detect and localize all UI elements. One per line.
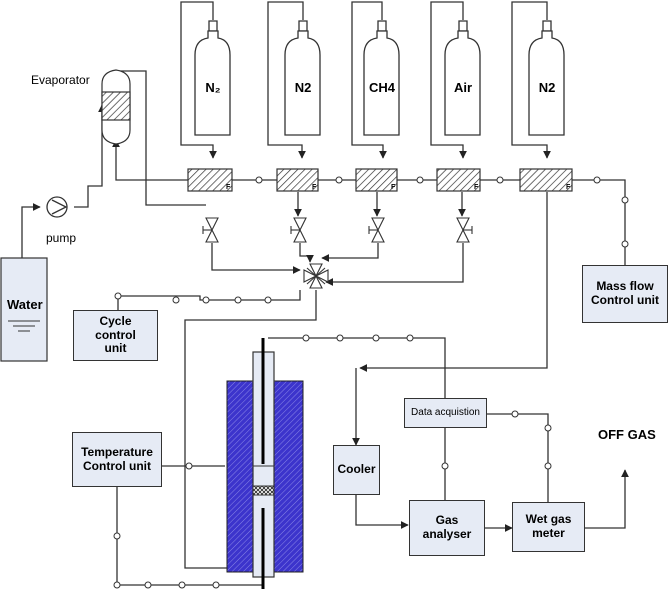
- valve-2: [290, 217, 307, 243]
- cylinder-4: [444, 20, 481, 136]
- cylinder-4-label: Air: [453, 80, 473, 95]
- temperature-control-unit: Temperature Control unit: [72, 432, 162, 487]
- mass-flow-control-unit: Mass flow Control unit: [582, 265, 668, 323]
- mass-flow-controllers: [187, 168, 573, 192]
- signal-line-nodes: [113, 176, 629, 589]
- mfc-5: [519, 168, 573, 192]
- mfc-1-tag: F: [226, 184, 231, 191]
- cooler-unit: Cooler: [333, 445, 380, 495]
- valve-3: [368, 217, 385, 243]
- mfc-5-tag: F: [566, 184, 571, 191]
- gas-analyser-unit: Gas analyser: [409, 500, 485, 556]
- off-gas-label: OFF GAS: [598, 427, 656, 442]
- evaporator-top-line: [116, 70, 206, 206]
- daq-to-meter-signal: [487, 413, 549, 502]
- valve1-to-mixer: [211, 243, 301, 274]
- gas-cylinders: [194, 20, 565, 136]
- cylinder-1: [194, 20, 231, 136]
- cylinder-1-label: N₂: [205, 80, 221, 95]
- valve-4: [456, 217, 473, 243]
- valve-1: [202, 217, 219, 243]
- cylinder-lines-4: [430, 1, 467, 159]
- valves: [202, 217, 473, 243]
- mfc-4-tag: F: [474, 184, 479, 191]
- water-label: Water: [7, 297, 43, 312]
- evaporator: [101, 69, 131, 145]
- mfc-4: [436, 168, 481, 192]
- cylinder-lines-3: [351, 1, 387, 159]
- water-to-pump-line: [21, 203, 41, 258]
- mfc-signal-bus: [232, 179, 626, 265]
- wet-gas-meter-unit: Wet gas meter: [512, 502, 585, 552]
- cylinder-lines-5: [511, 1, 551, 159]
- pump-icon: [46, 196, 68, 218]
- cylinder-lines-2: [267, 1, 306, 159]
- evaporator-return-line: [112, 139, 188, 181]
- daq-to-reactor-signal: [268, 337, 446, 398]
- valve3-to-mixer: [321, 243, 379, 262]
- cylinder-3-label: CH4: [368, 80, 395, 95]
- pump-label: pump: [46, 231, 77, 245]
- cylinder-3: [363, 20, 400, 136]
- cycle-control-unit: Cycle control unit: [73, 310, 158, 361]
- mixing-valve: [303, 263, 329, 289]
- cylinder-5: [528, 20, 565, 136]
- mfc-1: [187, 168, 233, 192]
- n2-purge-line: [359, 192, 548, 372]
- valve2-to-mixer: [299, 243, 314, 263]
- cylinder-2-label: N2: [294, 80, 312, 95]
- mixer-to-reactor-line: [184, 290, 317, 572]
- mfc-2-tag: F: [312, 184, 317, 191]
- reactor-tube: [252, 338, 275, 589]
- cooler-to-analyser-line: [355, 495, 409, 529]
- cylinder-5-label: N2: [538, 80, 556, 95]
- cylinder-2: [284, 20, 321, 136]
- valve4-to-mixer: [325, 243, 464, 286]
- mfc-3: [355, 168, 398, 192]
- water-tank: [0, 257, 48, 362]
- evaporator-label: Evaporator: [31, 73, 90, 87]
- data-acquisition-unit: Data acquistion: [404, 398, 487, 428]
- meter-to-offgas-line: [585, 469, 629, 529]
- cylinder-lines-1: [180, 1, 217, 159]
- evaporator-feed-line: [74, 104, 106, 208]
- mfc-2: [276, 168, 319, 192]
- mfc-3-tag: F: [391, 184, 396, 191]
